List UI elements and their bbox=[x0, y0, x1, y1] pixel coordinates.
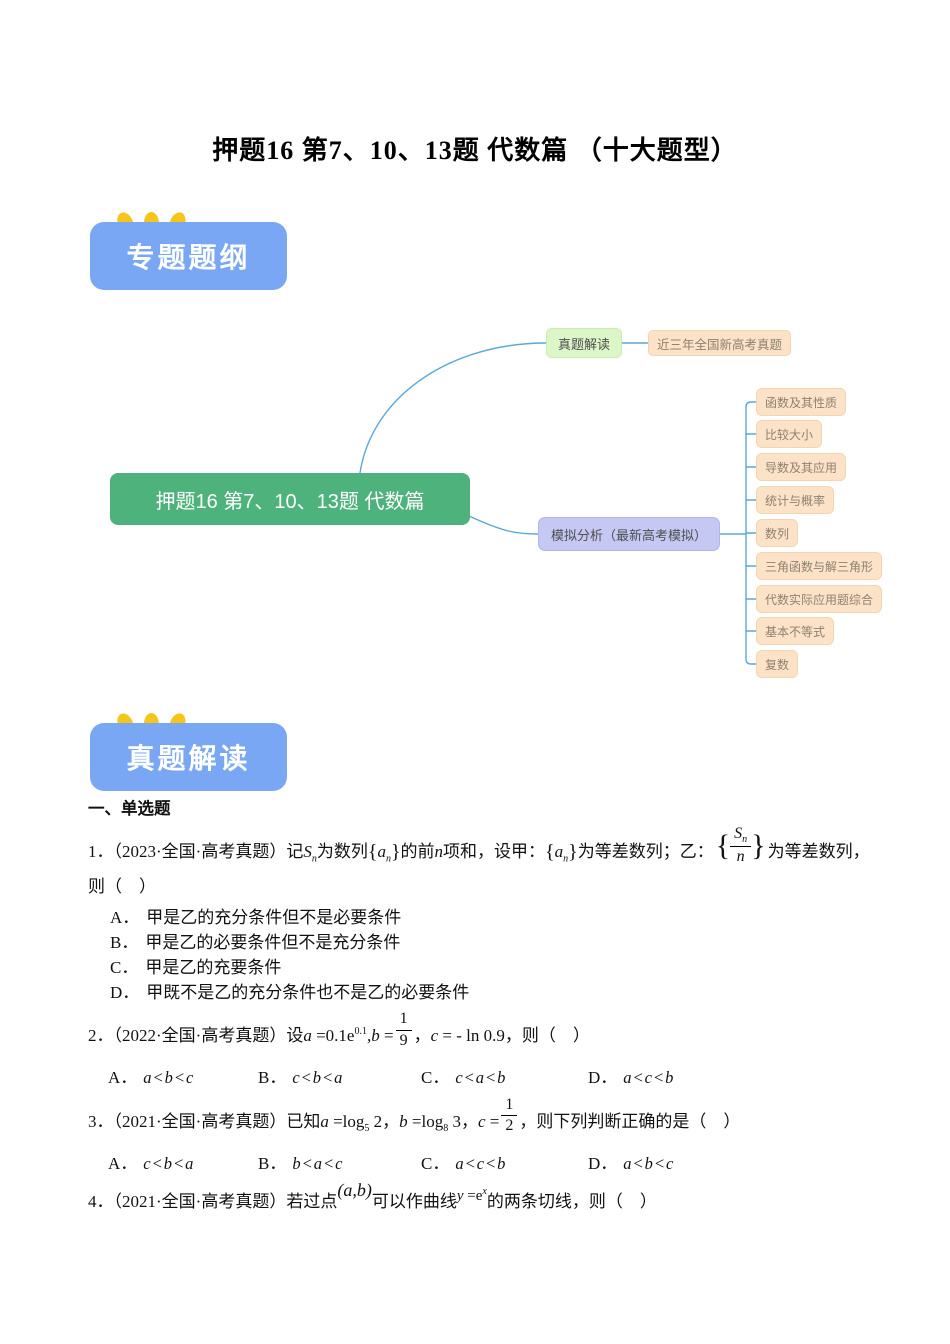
outline-badge-label: 专题题纲 bbox=[126, 242, 251, 273]
point-ab: (a,b) bbox=[337, 1180, 372, 1201]
question-source: （2021·全国·高考真题） bbox=[113, 1192, 287, 1212]
mindmap-leaf-statistics: 统计与概率 bbox=[756, 486, 835, 514]
question-number: 1． bbox=[88, 841, 114, 861]
outline-section-badge: 专题题纲 bbox=[90, 212, 287, 290]
yellow-dot-icon bbox=[166, 212, 189, 222]
question-number: 4． bbox=[88, 1192, 114, 1212]
mindmap-leaf-sequences: 数列 bbox=[756, 519, 799, 547]
question-number: 2． bbox=[88, 1026, 114, 1046]
question-2-options: A．a<b<c B．c<b<a C．c<a<b D．a<c<b bbox=[88, 1065, 888, 1091]
mindmap: 押题16 第7、10、13题 代数篇 真题解读 近三年全国新高考真题 模拟分析（… bbox=[0, 310, 950, 710]
badge-dots-icon bbox=[114, 713, 214, 723]
question-source: （2023·全国·高考真题） bbox=[113, 841, 287, 861]
mindmap-leaf-inequality: 基本不等式 bbox=[756, 617, 835, 645]
yellow-dot-icon bbox=[166, 713, 189, 723]
mindmap-leaf-derivative: 导数及其应用 bbox=[756, 453, 847, 481]
question-1-options: A．甲是乙的充分条件但不是必要条件 B．甲是乙的必要条件但不是充分条件 C．甲是… bbox=[88, 905, 888, 1005]
question-4-stem: 4．（2021·全国·高考真题）若过点(a,b)可以作曲线y =ex的两条切线，… bbox=[88, 1180, 657, 1212]
badge-dots-icon bbox=[114, 212, 214, 222]
exam-badge-label: 真题解读 bbox=[126, 743, 251, 774]
yellow-dot-icon bbox=[114, 212, 137, 222]
mindmap-leaf-complex: 复数 bbox=[756, 650, 799, 678]
option-d: D．a<c<b bbox=[588, 1068, 675, 1088]
mindmap-root-label: 押题16 第7、10、13题 代数篇 bbox=[155, 490, 425, 513]
exam-section-badge: 真题解读 bbox=[90, 713, 287, 791]
mindmap-root-node: 押题16 第7、10、13题 代数篇 bbox=[110, 473, 470, 525]
question-source: （2022·全国·高考真题） bbox=[113, 1026, 287, 1046]
option-a: A．c<b<a bbox=[108, 1153, 195, 1173]
mindmap-leaf-compare: 比较大小 bbox=[756, 420, 823, 448]
yellow-dot-icon bbox=[143, 212, 160, 222]
mindmap-leaf-functions: 函数及其性质 bbox=[756, 388, 847, 416]
option-d: D．a<b<c bbox=[588, 1153, 675, 1173]
option-c: C．甲是乙的充要条件 bbox=[110, 958, 282, 978]
option-d: D．甲既不是乙的充分条件也不是乙的必要条件 bbox=[110, 983, 470, 1003]
section-heading: 一、单选题 bbox=[88, 800, 171, 818]
mindmap-node-real-questions: 真题解读 bbox=[546, 328, 623, 358]
mindmap-leaf-trigonometry: 三角函数与解三角形 bbox=[756, 552, 883, 580]
question-3-stem: 3．（2021·全国·高考真题）已知a =log5 2，b =log8 3，c … bbox=[88, 1095, 741, 1135]
option-c: C．c<a<b bbox=[421, 1068, 507, 1088]
question-3-options: A．c<b<a B．b<a<c C．a<c<b D．a<b<c bbox=[88, 1151, 888, 1177]
page-title: 押题16 第7、10、13题 代数篇 （十大题型） bbox=[212, 136, 738, 165]
option-b: B．b<a<c bbox=[258, 1153, 344, 1173]
option-c: C．a<c<b bbox=[421, 1153, 507, 1173]
option-a: A．a<b<c bbox=[108, 1068, 195, 1088]
mindmap-node-real-questions-child: 近三年全国新高考真题 bbox=[648, 330, 792, 356]
yellow-dot-icon bbox=[143, 713, 160, 723]
mindmap-leaf-applications: 代数实际应用题综合 bbox=[756, 585, 883, 613]
mindmap-node-mock-analysis: 模拟分析（最新高考模拟） bbox=[538, 517, 721, 551]
option-b: B．甲是乙的必要条件但不是充分条件 bbox=[110, 933, 401, 953]
question-source: （2021·全国·高考真题） bbox=[113, 1111, 287, 1131]
question-list: 一、单选题 1．（2023·全国·高考真题）记Sn为数列{an}的前n项和，设甲… bbox=[88, 797, 888, 1215]
option-b: B．c<b<a bbox=[258, 1068, 344, 1088]
question-1-stem: 1．（2023·全国·高考真题）记Sn为数列{an}的前n项和，设甲：{an}为… bbox=[88, 824, 870, 896]
curve-equation: y =ex bbox=[456, 1186, 487, 1205]
question-number: 3． bbox=[88, 1111, 114, 1131]
yellow-dot-icon bbox=[114, 713, 137, 723]
option-a: A．甲是乙的充分条件但不是必要条件 bbox=[110, 908, 402, 928]
